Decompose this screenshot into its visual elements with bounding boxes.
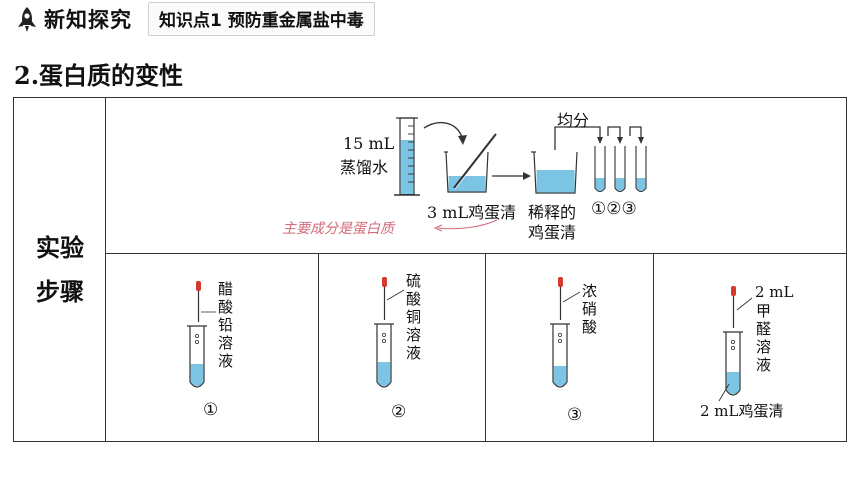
tube-numbers: ①②③ <box>591 199 637 219</box>
protein-annotation: 主要成分是蛋白质 <box>282 221 394 237</box>
beaker-with-rod <box>444 133 498 193</box>
table-divider <box>653 253 655 442</box>
reagent-nitric-acid: 浓硝酸 <box>582 282 598 336</box>
test-tube-copper-sulfate <box>374 277 394 388</box>
reagent-lead-acetate: 醋酸铅溶液 <box>218 280 234 370</box>
split-arrows <box>554 126 642 150</box>
reagent-formaldehyde: 甲醛溶液 <box>756 302 772 374</box>
header: 新知探究 知识点1 预防重金属盐中毒 <box>14 2 375 36</box>
row-header-cell: 实验步骤 <box>14 98 106 441</box>
tube-number-2: ② <box>391 402 407 422</box>
egg-white-label: 3 mL鸡蛋清 <box>427 203 517 222</box>
egg-white-volume-label: 2 mL鸡蛋清 <box>700 402 784 420</box>
table-divider <box>105 98 107 441</box>
page-subtitle: 2.蛋白质的变性 <box>14 61 184 90</box>
formaldehyde-volume-label: 2 mL <box>755 283 794 301</box>
table-divider <box>318 253 320 442</box>
beaker-diluted <box>531 151 578 194</box>
test-tube-nitric-acid <box>550 277 570 388</box>
diluted-label: 稀释的 <box>528 203 577 222</box>
diluted-egg-white-label: 鸡蛋清 <box>528 223 577 242</box>
tube-number-3: ③ <box>567 405 583 425</box>
distilled-water-label: 蒸馏水 <box>340 158 389 177</box>
graduated-cylinder <box>394 117 420 196</box>
experiment-table: 实验步骤 <box>13 97 847 442</box>
table-divider <box>485 253 487 442</box>
section-title: 新知探究 <box>44 8 132 32</box>
table-divider <box>105 253 847 255</box>
small-test-tubes <box>594 146 647 193</box>
test-tube-formaldehyde <box>718 286 753 402</box>
reagent-copper-sulfate: 硫酸铜溶液 <box>406 272 422 362</box>
split-label: 均分 <box>557 111 590 130</box>
knowledge-point-label: 知识点1 预防重金属盐中毒 <box>148 2 375 36</box>
test-tube-lead-acetate <box>187 281 207 388</box>
row-header: 实验步骤 <box>36 232 84 306</box>
pour-arrow <box>423 121 464 141</box>
water-volume-label: 15 mL <box>343 134 395 153</box>
rocket-icon <box>18 7 36 32</box>
annotation-arrow <box>437 219 498 230</box>
tube-number-1: ① <box>203 400 219 420</box>
